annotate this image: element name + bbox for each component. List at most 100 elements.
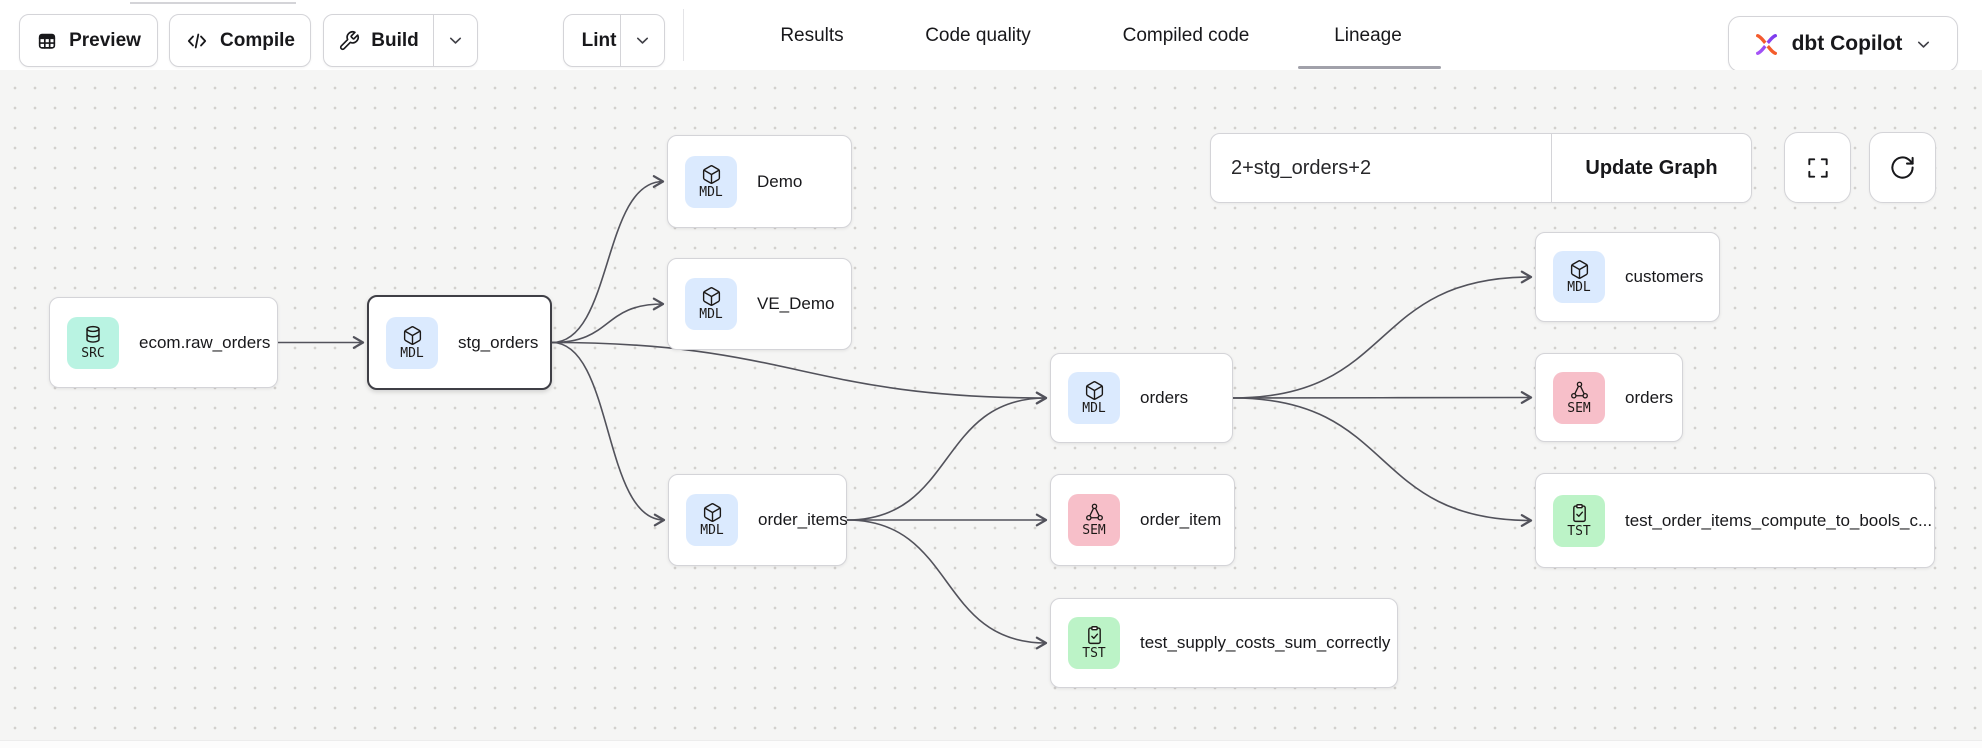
lineage-selector-group: Update Graph bbox=[1210, 133, 1752, 203]
node-label: test_order_items_compute_to_bools_c... bbox=[1625, 511, 1932, 531]
node-type-badge: SEM bbox=[1553, 372, 1605, 424]
lineage-node-raw_orders[interactable]: SRC ecom.raw_orders bbox=[49, 297, 278, 388]
wrench-icon bbox=[338, 30, 360, 52]
node-label: ecom.raw_orders bbox=[139, 333, 270, 353]
node-type-label: MDL bbox=[1567, 281, 1590, 295]
build-button[interactable]: Build bbox=[324, 15, 433, 66]
tab-code-quality[interactable]: Code quality bbox=[925, 25, 1031, 47]
model-cube-icon bbox=[1084, 380, 1105, 401]
lineage-node-customers[interactable]: MDL customers bbox=[1535, 232, 1720, 322]
update-graph-button[interactable]: Update Graph bbox=[1552, 134, 1751, 202]
lineage-node-ve_demo[interactable]: MDL VE_Demo bbox=[667, 258, 852, 350]
node-type-badge: MDL bbox=[1068, 372, 1120, 424]
lineage-edge-orders_mdl-customers bbox=[1233, 277, 1531, 398]
node-type-badge: SEM bbox=[1068, 494, 1120, 546]
chevron-down-icon bbox=[633, 31, 652, 50]
copilot-icon bbox=[1753, 31, 1780, 58]
build-button-group: Build bbox=[323, 14, 478, 67]
lineage-node-stg_orders[interactable]: MDL stg_orders bbox=[367, 295, 552, 390]
lint-button-group: Lint bbox=[563, 14, 665, 67]
toolbar: Preview Compile Build Lint bbox=[0, 0, 1982, 70]
node-label: customers bbox=[1625, 267, 1703, 287]
node-type-badge: MDL bbox=[685, 278, 737, 330]
chevron-down-icon bbox=[446, 31, 465, 50]
node-label: orders bbox=[1140, 388, 1188, 408]
node-label: VE_Demo bbox=[757, 294, 834, 314]
lint-button-label: Lint bbox=[582, 30, 617, 52]
model-cube-icon bbox=[1569, 259, 1590, 280]
chevron-down-icon bbox=[1914, 35, 1933, 54]
node-label: Demo bbox=[757, 172, 802, 192]
fullscreen-icon bbox=[1805, 155, 1831, 181]
node-type-badge: MDL bbox=[685, 156, 737, 208]
database-icon bbox=[82, 324, 104, 346]
lineage-edge-order_items-orders_mdl bbox=[847, 398, 1046, 520]
node-label: orders bbox=[1625, 388, 1673, 408]
lineage-node-test_supply[interactable]: TST test_supply_costs_sum_correctly bbox=[1050, 598, 1398, 688]
lineage-edge-order_items-test_supply bbox=[847, 520, 1046, 643]
model-cube-icon bbox=[701, 286, 722, 307]
file-tab-remnant bbox=[130, 2, 296, 4]
preview-button[interactable]: Preview bbox=[19, 14, 158, 67]
node-type-badge: MDL bbox=[386, 317, 438, 369]
lineage-node-orders_mdl[interactable]: MDL orders bbox=[1050, 353, 1233, 443]
refresh-icon bbox=[1889, 154, 1916, 181]
node-type-badge: TST bbox=[1553, 495, 1605, 547]
lineage-edge-stg_orders-orders_mdl bbox=[552, 343, 1046, 399]
node-type-label: SEM bbox=[1082, 524, 1105, 538]
dbt-copilot-button[interactable]: dbt Copilot bbox=[1728, 16, 1958, 72]
node-type-badge: MDL bbox=[686, 494, 738, 546]
semantic-graph-icon bbox=[1084, 502, 1105, 523]
node-type-badge: TST bbox=[1068, 617, 1120, 669]
node-type-label: TST bbox=[1567, 525, 1590, 539]
toolbar-separator bbox=[683, 9, 684, 61]
tab-lineage[interactable]: Lineage bbox=[1334, 25, 1402, 47]
tab-compiled-code[interactable]: Compiled code bbox=[1123, 25, 1250, 47]
node-type-label: MDL bbox=[699, 186, 722, 200]
fullscreen-button[interactable] bbox=[1784, 132, 1851, 203]
lineage-node-demo[interactable]: MDL Demo bbox=[667, 135, 852, 228]
semantic-graph-icon bbox=[1569, 380, 1590, 401]
lineage-edge-stg_orders-demo bbox=[552, 182, 663, 343]
compile-button[interactable]: Compile bbox=[169, 14, 311, 67]
test-clipboard-icon bbox=[1569, 503, 1590, 524]
node-type-badge: MDL bbox=[1553, 251, 1605, 303]
dbt-copilot-label: dbt Copilot bbox=[1792, 32, 1903, 56]
lineage-edge-orders_mdl-test_order_items bbox=[1233, 398, 1531, 521]
code-icon bbox=[185, 29, 209, 53]
node-type-badge: SRC bbox=[67, 317, 119, 369]
bottom-strip bbox=[0, 740, 1982, 748]
lineage-node-test_order_items[interactable]: TST test_order_items_compute_to_bools_c..… bbox=[1535, 473, 1935, 568]
lineage-edge-orders_mdl-orders_sem bbox=[1233, 398, 1531, 399]
lineage-node-orders_sem[interactable]: SEM orders bbox=[1535, 353, 1683, 442]
model-cube-icon bbox=[702, 502, 723, 523]
compile-button-label: Compile bbox=[220, 30, 295, 52]
build-button-label: Build bbox=[371, 30, 419, 52]
lint-dropdown-button[interactable] bbox=[621, 15, 664, 66]
node-label: test_supply_costs_sum_correctly bbox=[1140, 633, 1390, 653]
lineage-node-order_items[interactable]: MDL order_items bbox=[668, 474, 847, 566]
lineage-node-order_item_sem[interactable]: SEMorder_item bbox=[1050, 474, 1235, 566]
preview-button-label: Preview bbox=[69, 30, 141, 52]
node-label: order_items bbox=[758, 510, 848, 530]
node-type-label: MDL bbox=[699, 308, 722, 322]
node-type-label: TST bbox=[1082, 647, 1105, 661]
lineage-edge-stg_orders-ve_demo bbox=[552, 304, 663, 343]
node-type-label: SRC bbox=[81, 347, 104, 361]
node-label: stg_orders bbox=[458, 333, 538, 353]
node-type-label: MDL bbox=[1082, 402, 1105, 416]
lint-button[interactable]: Lint bbox=[564, 15, 620, 66]
model-cube-icon bbox=[701, 164, 722, 185]
lineage-edge-stg_orders-order_items bbox=[552, 343, 664, 521]
lineage-selector-input[interactable] bbox=[1211, 134, 1551, 202]
model-cube-icon bbox=[402, 325, 423, 346]
active-tab-indicator bbox=[1298, 66, 1441, 69]
node-type-label: SEM bbox=[1567, 402, 1590, 416]
table-icon bbox=[36, 30, 58, 52]
tab-results[interactable]: Results bbox=[780, 25, 843, 47]
refresh-button[interactable] bbox=[1869, 132, 1936, 203]
node-type-label: MDL bbox=[400, 347, 423, 361]
build-dropdown-button[interactable] bbox=[434, 15, 477, 66]
node-type-label: MDL bbox=[700, 524, 723, 538]
